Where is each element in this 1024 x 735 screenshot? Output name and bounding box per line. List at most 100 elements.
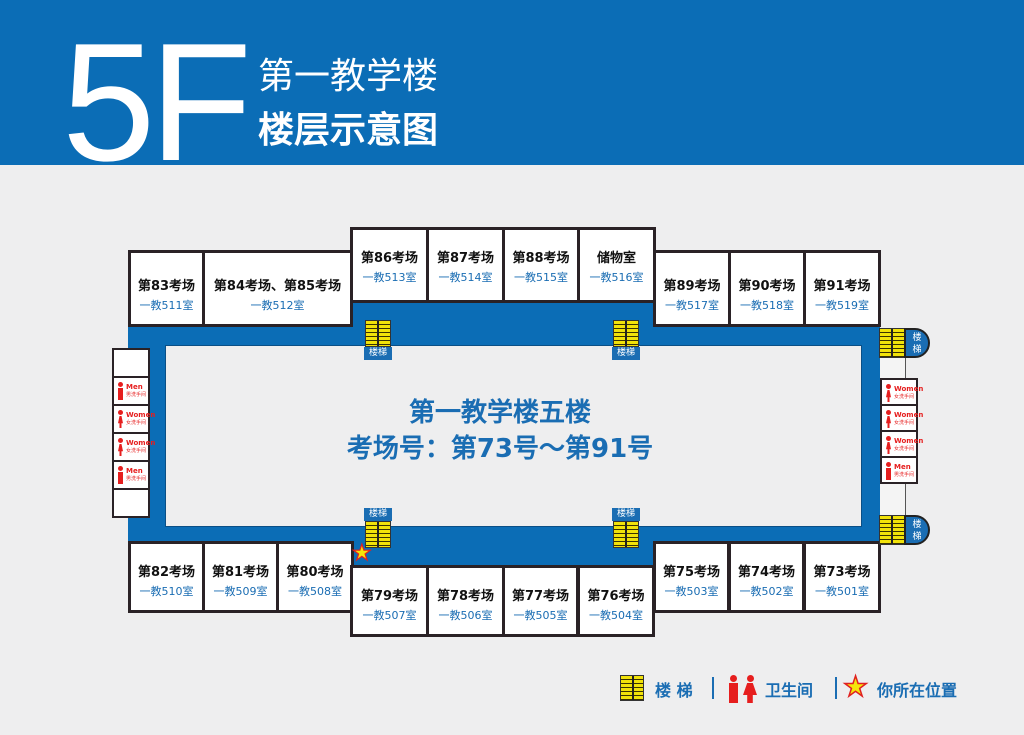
map-subtitle: 楼层示意图 — [258, 110, 439, 151]
stairs-icon — [365, 320, 391, 347]
room-number: 一教517室 — [665, 299, 719, 312]
room-name: 第75考场 — [662, 565, 721, 580]
woman-icon — [886, 410, 891, 428]
woman-icon — [118, 410, 123, 428]
room-name: 第89考场 — [663, 279, 721, 294]
stairs-icon — [620, 675, 644, 701]
room-name: 第76考场 — [587, 589, 645, 604]
woman-icon — [118, 438, 123, 456]
room-name: 第91考场 — [813, 279, 871, 294]
room-number: 一教502室 — [739, 585, 794, 598]
room[interactable]: 第76考场一教504室 — [577, 565, 655, 637]
room[interactable]: 第79考场一教507室 — [350, 565, 429, 637]
room-number: 一教515室 — [514, 271, 568, 284]
stairs-icon — [613, 521, 639, 548]
room-name: 第80考场 — [286, 565, 344, 580]
stairs-icon — [879, 515, 905, 545]
stairs-label: 楼梯 — [364, 347, 392, 360]
room-name: 第77考场 — [511, 589, 570, 604]
stairs-icon — [365, 521, 391, 548]
room-name: 第87考场 — [436, 251, 495, 266]
exam-range: 考场号：第73号～第91号 — [346, 434, 654, 464]
man-icon — [886, 462, 891, 480]
room[interactable]: 第82考场一教510室 — [128, 541, 205, 613]
room-number: 一教514室 — [438, 271, 493, 284]
you-are-here-star-icon: ★ — [351, 541, 372, 566]
room[interactable]: 第88考场一教515室 — [502, 227, 580, 303]
room-name: 第90考场 — [738, 279, 796, 294]
divider — [835, 677, 837, 699]
room-name: 第84考场、第85考场 — [213, 279, 342, 294]
man-icon — [118, 382, 123, 400]
room-number: 一教506室 — [438, 609, 493, 622]
room-number: 一教508室 — [288, 585, 342, 598]
room-number: 一教510室 — [139, 585, 194, 598]
woman-icon — [743, 675, 757, 703]
room-name: 储物室 — [596, 251, 636, 266]
room-number: 一教507室 — [362, 609, 417, 622]
room[interactable]: 第87考场一教514室 — [426, 227, 505, 303]
divider — [712, 677, 714, 699]
utility-room[interactable] — [112, 348, 150, 378]
legend-stairs-label: 楼 梯 — [655, 681, 693, 700]
room-number: 一教512室 — [250, 299, 305, 312]
room[interactable]: 第78考场一教506室 — [426, 565, 505, 637]
room[interactable]: 储物室一教516室 — [577, 227, 656, 303]
stairs-label: 楼梯 — [904, 515, 930, 545]
stairs-label: 楼梯 — [904, 328, 930, 358]
room-name: 第86考场 — [360, 251, 419, 266]
room[interactable]: 第83考场一教511室 — [128, 250, 205, 327]
woman-icon — [886, 436, 891, 454]
legend-toilet-label: 卫生间 — [765, 681, 814, 700]
room-number: 一教501室 — [815, 585, 869, 598]
room[interactable]: 第80考场一教508室 — [276, 541, 354, 613]
room-number: 一教504室 — [589, 609, 643, 622]
stairs-icon — [879, 328, 905, 358]
floor-number: 5F — [62, 8, 252, 165]
man-icon — [727, 675, 739, 703]
room-name: 第82考场 — [137, 565, 196, 580]
room[interactable]: 第91考场一教519室 — [803, 250, 881, 327]
room[interactable]: 第73考场一教501室 — [803, 541, 881, 613]
stairs-icon — [613, 320, 639, 347]
room[interactable]: 第77考场一教505室 — [502, 565, 579, 637]
building-name: 第一教学楼 — [258, 56, 439, 97]
legend-location-label: 你所在位置 — [877, 681, 958, 700]
room-name: 第88考场 — [512, 251, 570, 266]
room[interactable]: 第89考场一教517室 — [653, 250, 731, 327]
man-icon — [118, 466, 123, 484]
room-name: 第81考场 — [211, 565, 270, 580]
room-name: 第79考场 — [360, 589, 419, 604]
floor-title: 第一教学楼五楼 — [408, 398, 591, 428]
room[interactable]: 第90考场一教518室 — [728, 250, 806, 327]
room-number: 一教511室 — [139, 299, 194, 312]
room[interactable]: 第75考场一教503室 — [653, 541, 730, 613]
room-name: 第83考场 — [137, 279, 196, 294]
utility-room[interactable] — [112, 488, 150, 518]
room[interactable]: 第74考场一教502室 — [728, 541, 805, 613]
stairs-label: 楼梯 — [612, 347, 640, 360]
room-number: 一教516室 — [589, 271, 644, 284]
header-banner: 5F 第一教学楼 楼层示意图 — [0, 0, 1024, 165]
woman-icon — [886, 384, 891, 402]
room-number: 一教509室 — [213, 585, 268, 598]
room-number: 一教503室 — [664, 585, 719, 598]
room[interactable]: 第84考场、第85考场一教512室 — [202, 250, 353, 327]
room-number: 一教519室 — [815, 299, 869, 312]
room[interactable]: 第86考场一教513室 — [350, 227, 429, 303]
room-number: 一教518室 — [740, 299, 794, 312]
room-name: 第78考场 — [436, 589, 495, 604]
room-number: 一教505室 — [513, 609, 568, 622]
room-number: 一教513室 — [362, 271, 417, 284]
room-name: 第74考场 — [737, 565, 796, 580]
stairs-label: 楼梯 — [364, 508, 392, 521]
room[interactable]: 第81考场一教509室 — [202, 541, 279, 613]
